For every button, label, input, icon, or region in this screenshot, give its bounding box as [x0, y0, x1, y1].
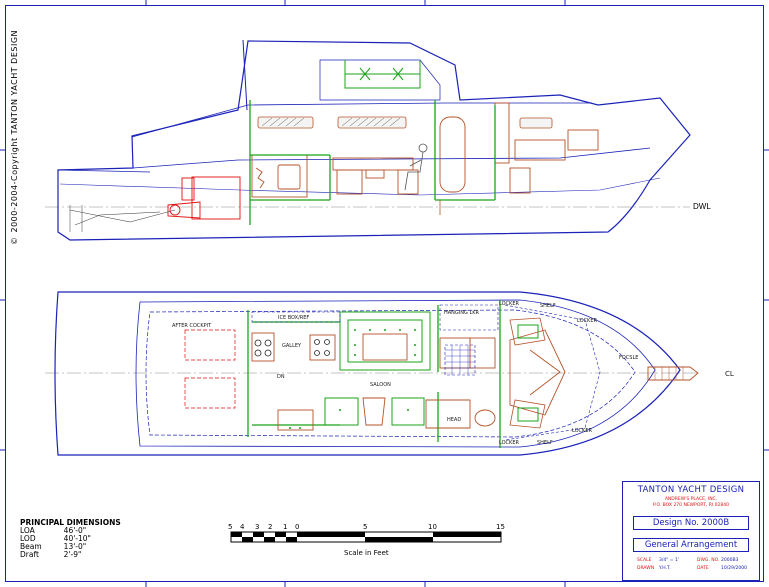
date-field-label: DATE	[697, 566, 709, 571]
scale-tick: 10	[428, 523, 437, 531]
copyright-text: © 2000-2004-Copyright TANTON YACHT DESIGN	[10, 30, 19, 245]
scale-caption: Scale in Feet	[344, 549, 389, 557]
scale-bar	[230, 531, 502, 543]
dim-label: Draft	[20, 550, 39, 559]
scale-tick: 5	[363, 523, 368, 531]
label-after-cockpit: AFTER COCKPIT	[172, 323, 212, 329]
scale-field-label: SCALE	[637, 558, 652, 563]
dim-value: 46'-0"	[63, 526, 87, 535]
table-row: LOA 46'-0"	[20, 527, 91, 535]
dwg-field-label: DWG. NO.	[697, 558, 720, 563]
date-field-value: 10/29/2000	[721, 566, 747, 571]
dim-label: LOD	[20, 534, 36, 543]
scale-tick: 5	[228, 523, 233, 531]
table-row: LOD 40'-10"	[20, 535, 91, 543]
label-shelf-bot: SHELF	[537, 440, 553, 446]
profile-view	[45, 39, 691, 241]
dim-value: 40'-10"	[63, 534, 91, 543]
drawing-title: General Arrangement	[633, 538, 749, 552]
label-centerline: CL	[725, 370, 734, 378]
dim-value: 13'-0"	[63, 542, 87, 551]
scale-tick: 3	[255, 523, 260, 531]
dimensions-title: PRINCIPAL DIMENSIONS	[20, 518, 121, 527]
dim-value: 2'-9"	[63, 550, 82, 559]
label-ice-box: ICE BOX/REF	[278, 315, 310, 321]
scale-tick: 15	[496, 523, 505, 531]
table-row: Beam 13'-0"	[20, 543, 91, 551]
dim-label: LOA	[20, 526, 35, 535]
drawn-field-label: DRAWN	[637, 566, 655, 571]
scale-tick: 4	[240, 523, 245, 531]
firm-address: P.O. BOX 270 NEWPORT, RI 02840	[653, 503, 729, 508]
dimensions-table: LOA 46'-0" LOD 40'-10" Beam 13'-0" Draft 2'-…	[20, 527, 91, 559]
firm-name: TANTON YACHT DESIGN	[637, 485, 745, 495]
label-focsle: FOCSLE	[619, 355, 639, 361]
copyright-label: 2000-2004-Copyright TANTON YACHT DESIGN	[10, 29, 19, 233]
plan-view	[45, 291, 700, 456]
label-shelf-top: SHELF	[540, 303, 556, 309]
drawn-field-value: Y.H.T.	[659, 566, 671, 571]
waterline-label: DWL	[693, 202, 711, 211]
label-galley: GALLEY	[282, 343, 302, 349]
label-dn: DN	[277, 374, 285, 380]
label-locker-bot1: LOCKER	[499, 440, 519, 446]
scale-field-value: 3/4" = 1'	[659, 558, 680, 563]
scale-tick: 0	[295, 523, 300, 531]
scale-tick: 2	[268, 523, 273, 531]
design-number: Design No. 2000B	[633, 516, 749, 530]
label-head: HEAD	[447, 417, 462, 423]
label-locker-top2: LOCKER	[577, 318, 597, 324]
label-locker-bot2: LOCKER	[572, 428, 592, 434]
scale-tick: 1	[283, 523, 288, 531]
label-locker-top1: LOCKER	[499, 301, 519, 307]
firm-subtitle: ANDREW'S PLACE, INC.	[664, 497, 718, 502]
copyright-symbol: ©	[10, 236, 19, 246]
title-block: TANTON YACHT DESIGN ANDREW'S PLACE, INC.…	[622, 481, 760, 581]
label-saloon: SALOON	[370, 382, 391, 388]
dim-label: Beam	[20, 542, 42, 551]
table-row: Draft 2'-9"	[20, 551, 91, 559]
label-hanging: HANGING LKR	[444, 310, 480, 316]
dwg-field-value: 2000B3	[721, 558, 739, 563]
principal-dimensions: PRINCIPAL DIMENSIONS LOA 46'-0" LOD 40'-10…	[20, 519, 121, 559]
